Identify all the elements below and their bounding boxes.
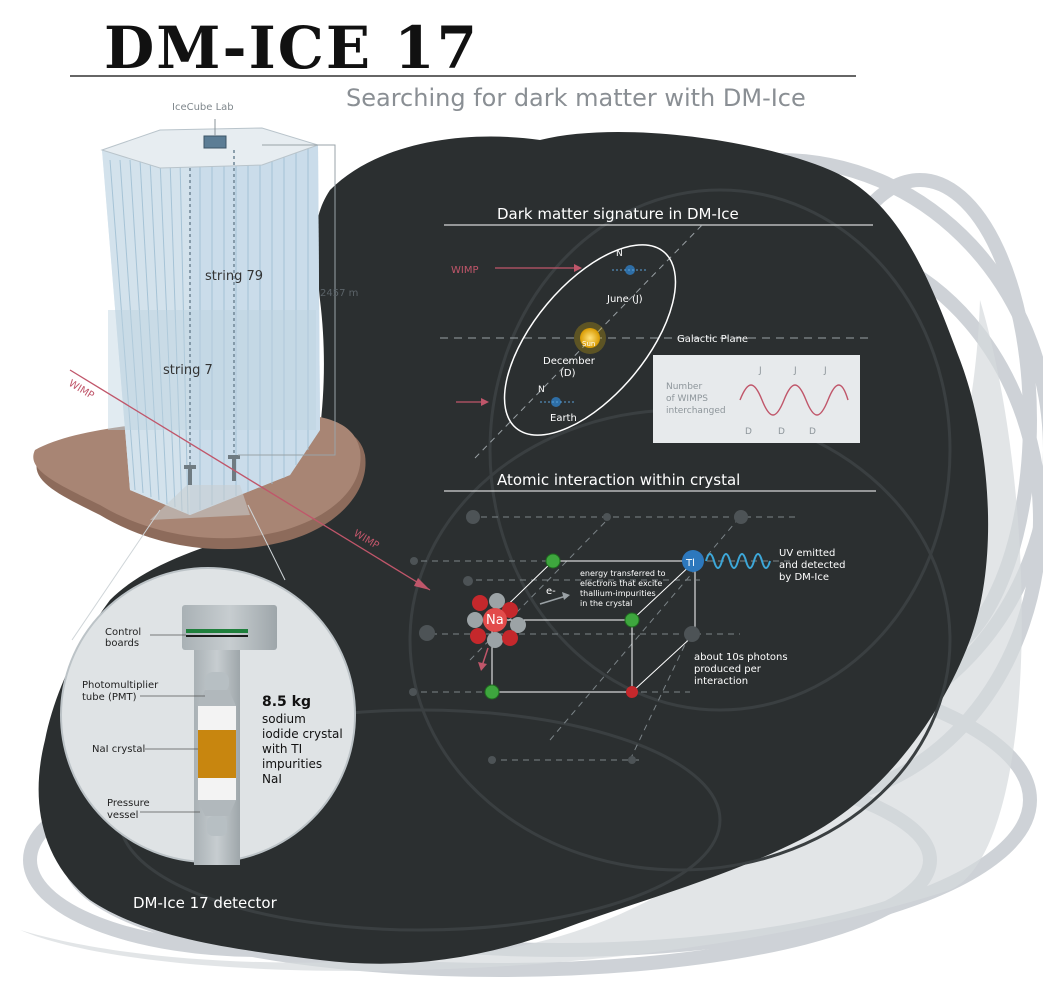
signature-wimp-label: WIMP [451, 265, 479, 276]
uv-label-3: by DM-Ice [779, 572, 829, 583]
control-boards-label-2: boards [105, 638, 139, 649]
detector-title: DM-Ice 17 detector [133, 894, 278, 912]
sodium-atom-small [626, 686, 638, 698]
sun [580, 328, 600, 348]
graph-ylabel-3: interchanged [666, 406, 726, 416]
modulation-curve [739, 384, 849, 416]
recoil-arrow [481, 647, 489, 667]
sodium-nucleus [467, 593, 526, 648]
detector-mass: 8.5 kg [262, 694, 311, 710]
detector-illustration [182, 605, 277, 865]
iodine-atoms [484, 553, 640, 700]
electron-label: e- [546, 586, 556, 597]
photons-label-2: produced per [694, 664, 762, 675]
detector-desc-4: impurities [262, 757, 322, 771]
pressure-label-1: Pressure [107, 798, 150, 809]
zoom-cone [71, 504, 286, 641]
graph-trough-1: D [745, 427, 752, 437]
signature-heading: Dark matter signature in DM-Ice [497, 205, 739, 223]
page-title: DM-ICE 17 [104, 14, 479, 82]
icecube-array [100, 119, 336, 515]
detector-desc-2: iodide crystal [262, 727, 343, 741]
page-subtitle: Searching for dark matter with DM-Ice [346, 84, 806, 112]
graph-trough-2: D [778, 427, 785, 437]
string79-label: string 79 [205, 269, 263, 284]
june-label: June (J) [606, 294, 643, 305]
pressure-label-2: vessel [107, 810, 138, 821]
nai-crystal-label: NaI crystal [92, 744, 145, 755]
depth-label: 2457 m [320, 288, 358, 299]
north-label-june: N [616, 249, 623, 259]
zoom-funnel [150, 485, 250, 520]
graph-ylabel-2: of WIMPS [666, 394, 708, 404]
wimp-arrow-head [414, 578, 430, 590]
sun-label: Sun [582, 340, 595, 348]
icecube-lab-building [203, 135, 227, 149]
wimp-label-surface: WIMP [66, 378, 95, 402]
uv-wave [705, 553, 771, 569]
detector-desc-5: NaI [262, 772, 282, 786]
photons-label-1: about 10s photons [694, 652, 788, 663]
photons-label-3: interaction [694, 676, 748, 687]
string7-label: string 7 [163, 363, 213, 378]
graph-peak-2: J [793, 366, 797, 376]
modulation-graph [653, 355, 860, 443]
uv-label-2: and detected [779, 560, 845, 571]
thallium-atom [682, 550, 704, 572]
pmt-label-2: tube (PMT) [82, 692, 137, 703]
graph-trough-3: D [809, 427, 816, 437]
earth-orbit [503, 244, 677, 436]
graph-peak-3: J [823, 366, 827, 376]
galactic-plane-label: Galactic Plane [677, 334, 748, 345]
earth-label: Earth [550, 413, 577, 424]
sodium-label: Na [486, 613, 504, 628]
graph-peak-1: J [758, 366, 762, 376]
december-label-1: December [543, 356, 596, 367]
december-label-2: (D) [560, 368, 576, 379]
atomic-heading: Atomic interaction within crystal [497, 471, 740, 489]
energy-label-4: in the crystal [580, 599, 632, 608]
energy-label-2: electrons that excite [580, 579, 662, 588]
graph-ylabel-1: Number [666, 382, 702, 392]
thallium-label: Tl [685, 558, 695, 569]
icecube-lab-label: IceCube Lab [172, 102, 234, 113]
uv-label-1: UV emitted [779, 548, 835, 559]
control-boards-label-1: Control [105, 627, 141, 638]
electron-arrow [539, 595, 567, 605]
detector-desc-1: sodium [262, 712, 306, 726]
lattice-atoms-background [409, 510, 748, 764]
energy-label-3: thallium-impurities [580, 589, 656, 598]
detector-desc-3: with TI [262, 742, 302, 756]
wimp-trajectory [69, 369, 431, 591]
north-label-december: N [538, 385, 545, 395]
pmt-label-1: Photomultiplier [82, 680, 159, 691]
energy-label-1: energy transferred to [580, 569, 666, 578]
